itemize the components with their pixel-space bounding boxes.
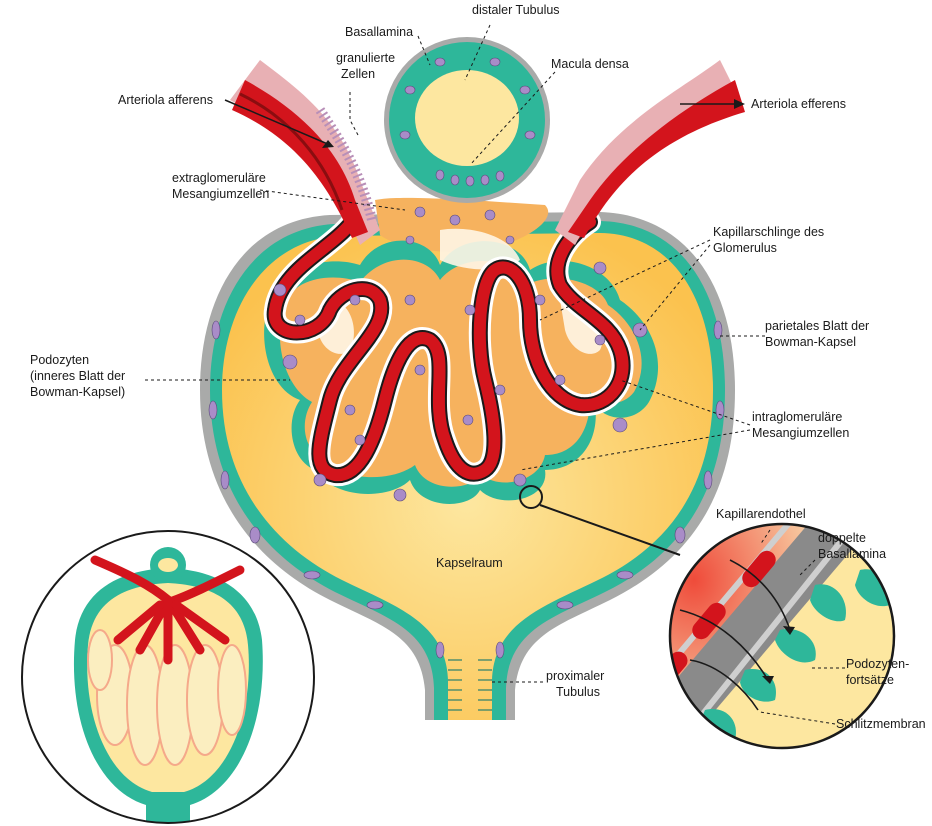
label-double-basal-2: Basallamina bbox=[818, 547, 886, 561]
efferent-arteriole bbox=[555, 60, 745, 245]
label-podocytes-3: Bowman-Kapsel) bbox=[30, 385, 125, 399]
label-macula-densa: Macula densa bbox=[551, 57, 629, 71]
label-intraglomerular-2: Mesangiumzellen bbox=[752, 426, 849, 440]
label-capsular-space: Kapselraum bbox=[436, 556, 503, 570]
label-extraglomerular-2: Mesangiumzellen bbox=[172, 187, 269, 201]
label-capillary-loop-2: Glomerulus bbox=[713, 241, 777, 255]
label-distal-tubule: distaler Tubulus bbox=[472, 3, 560, 17]
label-parietal-2: Bowman-Kapsel bbox=[765, 335, 856, 349]
label-podocytes-2: (inneres Blatt der bbox=[30, 369, 125, 383]
label-capillary-endothelium: Kapillarendothel bbox=[716, 507, 806, 521]
label-parietal-1: parietales Blatt der bbox=[765, 319, 869, 333]
afferent-arteriole bbox=[230, 60, 380, 245]
label-slit-membrane: Schlitzmembran bbox=[836, 717, 926, 731]
glomerulus-overview-inset bbox=[20, 530, 320, 826]
label-podocyte-processes-2: fortsätze bbox=[846, 673, 894, 687]
label-basal-lamina: Basallamina bbox=[345, 25, 413, 39]
label-granulated-cells-1: granulierte bbox=[336, 51, 395, 65]
distal-tubule bbox=[384, 37, 550, 203]
label-granulated-cells-2: Zellen bbox=[341, 67, 375, 81]
label-proximal-1: proximaler bbox=[546, 669, 604, 683]
label-capillary-loop-1: Kapillarschlinge des bbox=[713, 225, 824, 239]
label-afferent-arteriole: Arteriola afferens bbox=[118, 93, 213, 107]
label-proximal-2: Tubulus bbox=[556, 685, 600, 699]
label-extraglomerular-1: extraglomeruläre bbox=[172, 171, 266, 185]
label-efferent-arteriole: Arteriola efferens bbox=[751, 97, 846, 111]
label-podocyte-processes-1: Podozyten- bbox=[846, 657, 909, 671]
label-intraglomerular-1: intraglomeruläre bbox=[752, 410, 842, 424]
label-podocytes-1: Podozyten bbox=[30, 353, 89, 367]
label-double-basal-1: doppelte bbox=[818, 531, 866, 545]
